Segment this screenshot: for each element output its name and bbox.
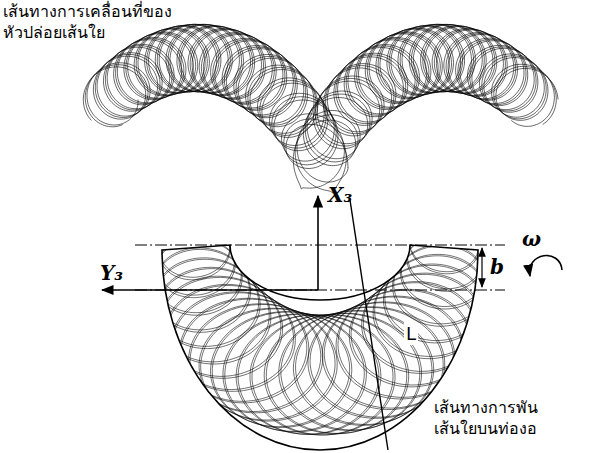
axis-label: Y₃ [100, 260, 123, 286]
dimension-label: b [490, 254, 504, 280]
loop-curve [83, 24, 554, 189]
path-caption: เส้นทางการพัน เส้นใยบนท่องอ [432, 398, 545, 440]
x-axis [317, 196, 319, 290]
rotation-label: ω [522, 226, 541, 252]
nozzle-path [83, 24, 558, 193]
bent-pipe-outline [162, 245, 478, 450]
arm-line [350, 200, 388, 450]
loop-curve [85, 24, 556, 193]
axis-label: X₃ [328, 182, 352, 208]
offset-dimension [481, 248, 482, 287]
y-axis [102, 289, 318, 291]
rotation-arrow [530, 256, 562, 276]
centre-line [135, 245, 505, 246]
path-caption: เส้นทางการเคลื่อนที่ของ หัวปล่อยเส้นใย [3, 2, 173, 44]
arm-label: L [404, 322, 418, 345]
